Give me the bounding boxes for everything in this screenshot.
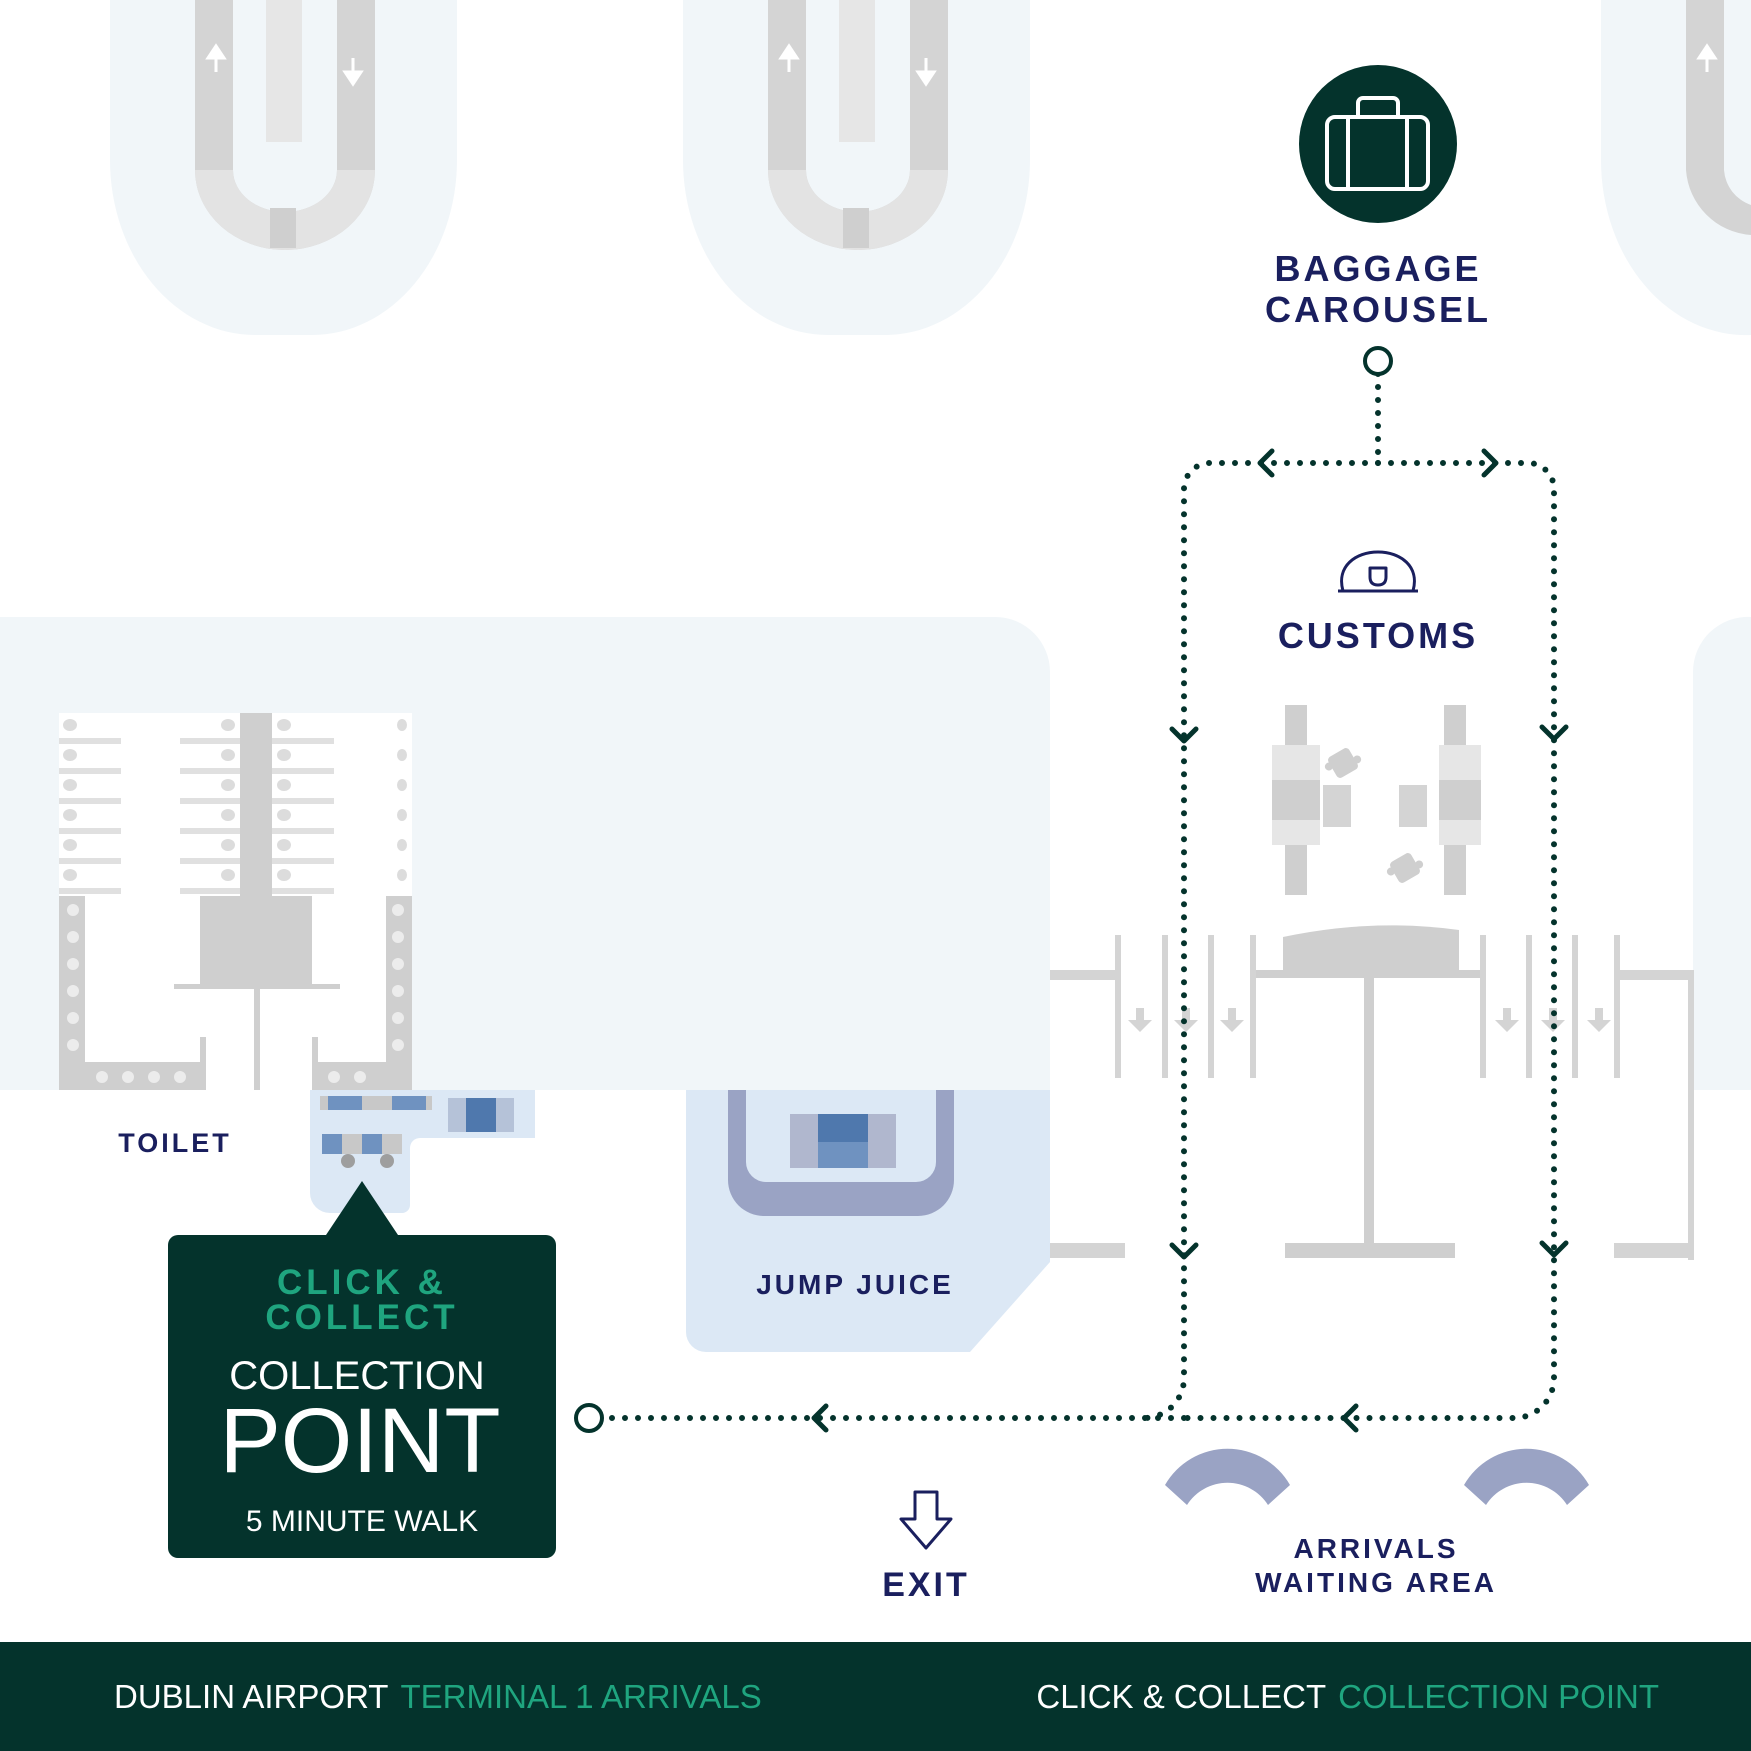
footer-right: CLICK & COLLECT COLLECTION POINT [1036, 1678, 1659, 1716]
walking-route [598, 371, 1557, 1421]
baggage-label-line2: CAROUSEL [1265, 289, 1491, 330]
hall-right-edge [1693, 616, 1751, 1090]
click-collect-brand-line2: COLLECT [265, 1298, 458, 1337]
footer-airport: DUBLIN AIRPORT [114, 1678, 389, 1715]
collection-kiosk [310, 1090, 535, 1213]
toilet-block [59, 713, 412, 1090]
footer-bar: DUBLIN AIRPORT TERMINAL 1 ARRIVALS CLICK … [0, 1642, 1751, 1751]
exit-label: EXIT [882, 1566, 970, 1604]
carousel-1 [110, 0, 457, 335]
baggage-badge [1299, 65, 1457, 223]
collection-title-small: COLLECTION [229, 1354, 485, 1398]
waiting-seat-right [1464, 1448, 1589, 1505]
jump-juice-shop [686, 1090, 1050, 1352]
arrivals-label-line1: ARRIVALS [1293, 1533, 1458, 1564]
arrivals-label-line2: WAITING AREA [1255, 1567, 1497, 1598]
customs-label: CUSTOMS [1278, 615, 1478, 656]
route-arrows [811, 448, 1569, 1433]
walk-time: 5 MINUTE WALK [246, 1505, 478, 1538]
customs-officer-hat-icon [1338, 550, 1418, 593]
footer-service: CLICK & COLLECT [1036, 1678, 1327, 1715]
click-collect-brand-line1: CLICK & [277, 1263, 447, 1302]
carousel-2 [683, 0, 1030, 335]
footer-terminal: TERMINAL 1 ARRIVALS [400, 1678, 762, 1715]
waiting-seat-left [1165, 1448, 1290, 1505]
route-start-dot [1363, 346, 1393, 376]
customs-desks [1254, 705, 1486, 1258]
suitcase-icon [1325, 96, 1430, 191]
collection-point-callout: CLICK & COLLECT COLLECTION POINT 5 MINUT… [168, 1181, 556, 1558]
baggage-label-line1: BAGGAGE [1274, 248, 1481, 289]
carousel-3 [1601, 0, 1751, 336]
footer-collection-point: COLLECTION POINT [1338, 1678, 1659, 1715]
exit-arrow-icon [899, 1490, 953, 1550]
jump-juice-label: JUMP JUICE [756, 1269, 954, 1300]
toilet-label: TOILET [118, 1128, 232, 1158]
arrival-gates [1050, 935, 1694, 1260]
route-end-dot [574, 1403, 604, 1433]
footer-left: DUBLIN AIRPORT TERMINAL 1 ARRIVALS [114, 1678, 762, 1716]
collection-title-large: POINT [219, 1390, 500, 1492]
